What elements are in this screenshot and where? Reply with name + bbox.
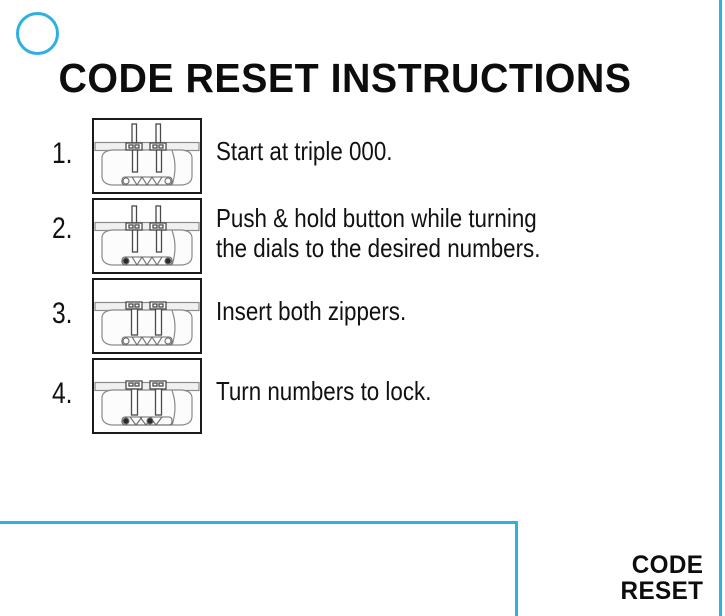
step-text: Turn numbers to lock. (216, 376, 432, 406)
brand-line-1: CODE (631, 551, 703, 579)
right-edge-rule (719, 0, 722, 616)
step-number: 4. (52, 377, 73, 410)
step-text: Push & hold button while turning the dia… (216, 203, 541, 263)
lock-illustration-step-3 (92, 278, 202, 354)
list-item: 3. (52, 278, 672, 354)
page-title: CODE RESET INSTRUCTIONS (58, 55, 632, 101)
circle-outline-icon (16, 12, 59, 55)
step-text: Insert both zippers. (216, 296, 407, 326)
bottom-frame-horizontal-rule (0, 521, 518, 524)
list-item: 4. (52, 358, 672, 434)
brand-line-2: RESET (620, 577, 703, 605)
list-item: 1. (52, 118, 672, 194)
step-number: 3. (52, 297, 73, 330)
brand-logo: CODE RESET (620, 552, 703, 604)
lock-illustration-step-1 (92, 118, 202, 194)
step-number: 2. (52, 212, 73, 245)
bottom-frame-vertical-rule (515, 521, 518, 616)
lock-illustration-step-2 (92, 198, 202, 274)
step-number: 1. (52, 137, 73, 170)
list-item: 2. (52, 198, 672, 274)
step-text: Start at triple 000. (216, 136, 393, 166)
lock-illustration-step-4 (92, 358, 202, 434)
instruction-steps-list: 1. (52, 118, 672, 438)
